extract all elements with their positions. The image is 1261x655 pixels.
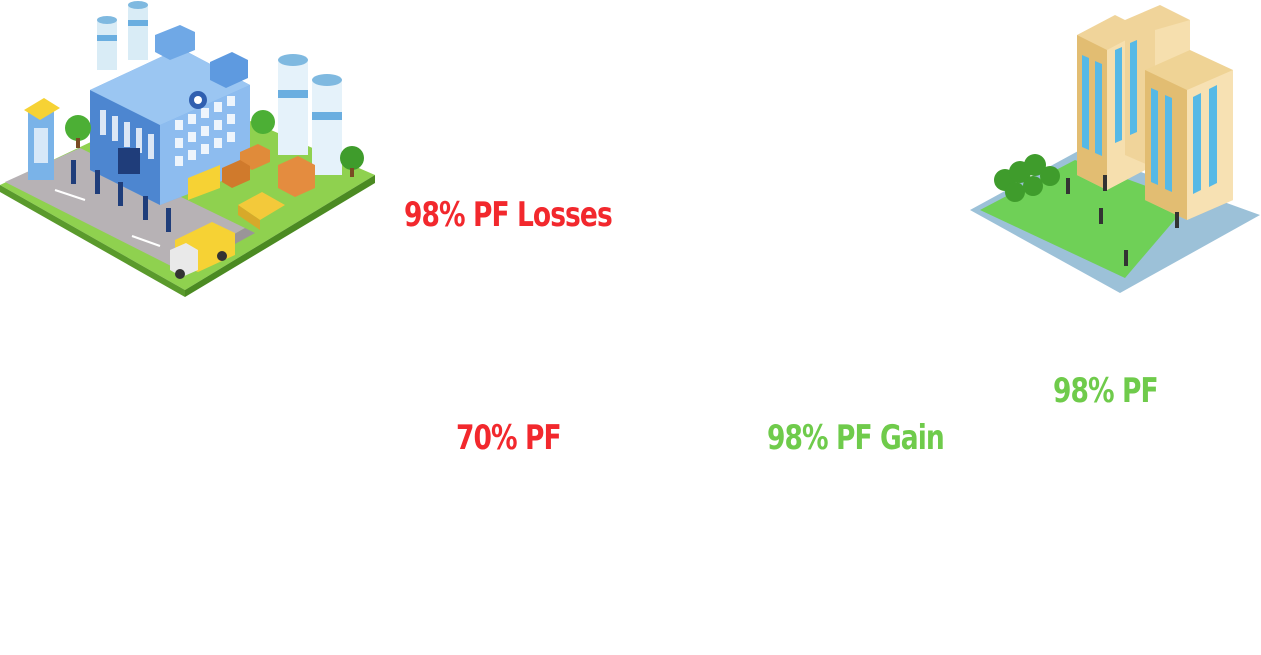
pf-70-label: 70% PF xyxy=(456,418,562,458)
office-building-illustration xyxy=(970,5,1260,293)
pf-gain-label: 98% PF Gain xyxy=(767,418,945,458)
pf-losses-label: 98% PF Losses xyxy=(404,195,613,235)
factory-illustration xyxy=(0,1,375,297)
pf-98-label: 98% PF xyxy=(1053,371,1159,411)
